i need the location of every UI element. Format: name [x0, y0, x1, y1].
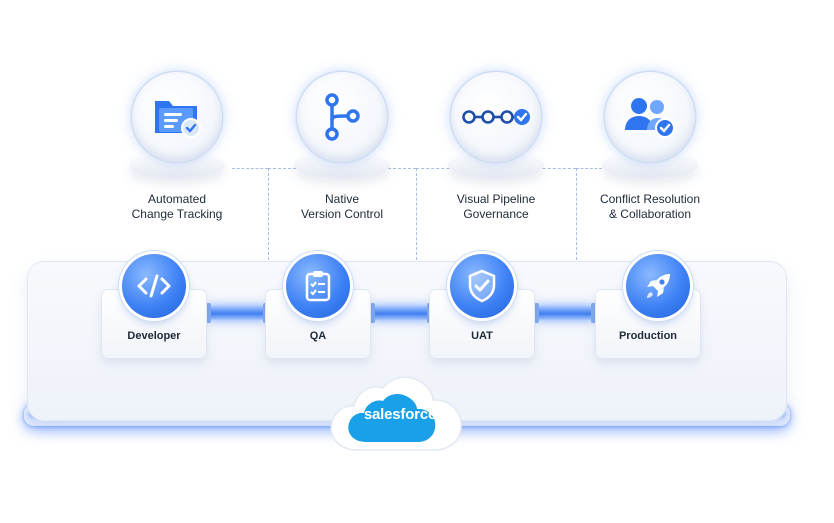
feature-coin [451, 72, 541, 162]
feature-coin [297, 72, 387, 162]
connector-line [576, 168, 602, 169]
stage-label: QA [309, 330, 327, 342]
stage-label: Developer [127, 330, 181, 342]
pipe-cap [427, 303, 432, 323]
pipe-connector [206, 306, 268, 320]
pipe-cap [263, 303, 268, 323]
stage-medal [626, 254, 690, 318]
cloud-icon [330, 376, 462, 451]
shield-check-icon [468, 269, 496, 303]
salesforce-logo: salesforce [320, 362, 480, 462]
connector-line [232, 168, 268, 169]
users-check-icon [625, 98, 675, 138]
stage-medal [450, 254, 514, 318]
pipe-connector [534, 306, 596, 320]
connector-line [416, 168, 417, 260]
stage-medal [286, 254, 350, 318]
connector-line [268, 168, 269, 260]
feature-label: Conflict Resolution& Collaboration [599, 192, 701, 221]
feature-coin [605, 72, 695, 162]
pipe-cap [534, 303, 539, 323]
stage-label: Production [618, 330, 678, 342]
stage-medal [122, 254, 186, 318]
rocket-icon [647, 274, 670, 298]
connector-line [576, 168, 577, 260]
feature-coin [132, 72, 222, 162]
pipe-cap [370, 303, 375, 323]
code-icon [137, 274, 171, 298]
pipe-cap [591, 303, 596, 323]
salesforce-brand-text: salesforce [363, 406, 437, 423]
stage-label: UAT [471, 330, 493, 342]
pipeline-icon [462, 109, 530, 125]
clipboard-icon [305, 271, 331, 302]
pipe-connector [370, 306, 432, 320]
branch-icon [325, 93, 360, 141]
pipe-cap [206, 303, 211, 323]
feature-conflict-resolution: Conflict Resolution& Collaboration [580, 72, 720, 262]
folder-check-icon [155, 101, 201, 138]
